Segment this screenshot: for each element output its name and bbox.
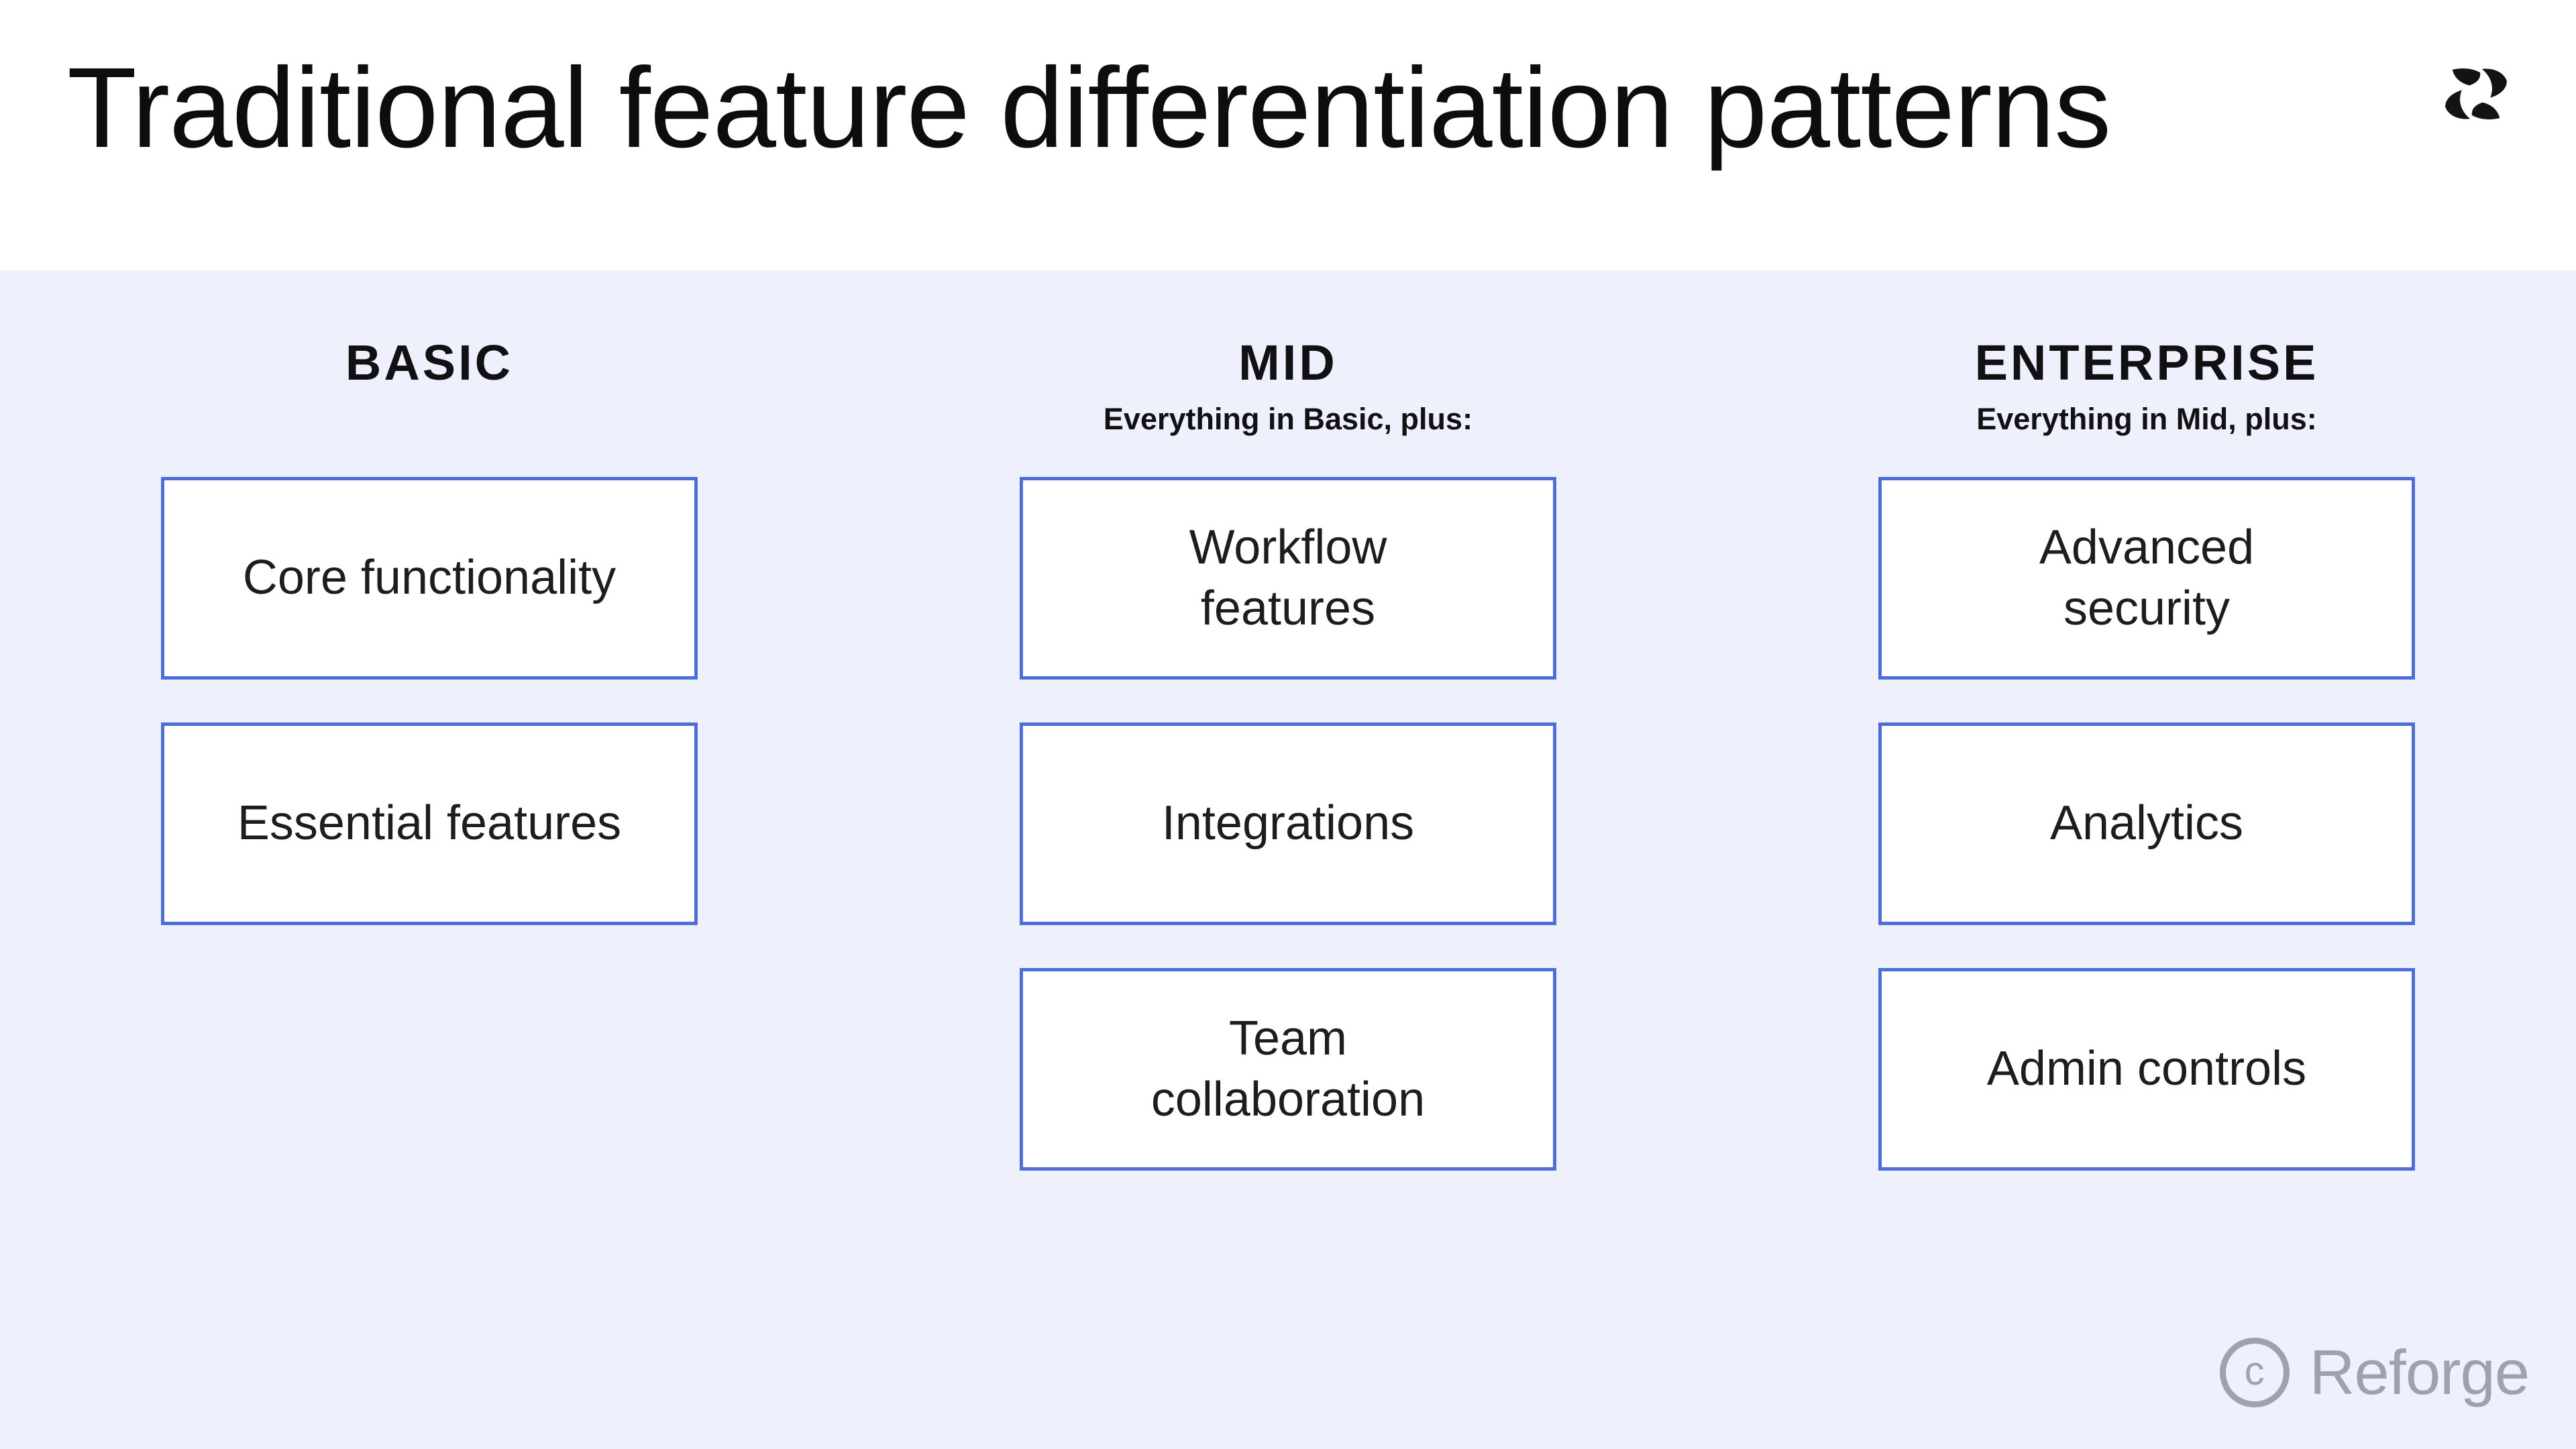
tier-subtitle: Everything in Mid, plus: bbox=[1976, 402, 2317, 436]
tier-label: BASIC bbox=[345, 335, 514, 390]
feature-box-label: Team collaboration bbox=[1150, 1011, 1426, 1126]
feature-box-label: Admin controls bbox=[1986, 1042, 2307, 1096]
feature-box-label: Core functionality bbox=[242, 551, 616, 605]
copyright-letter: c bbox=[2244, 1348, 2265, 1393]
feature-box: Workflow features bbox=[1020, 477, 1556, 680]
tier-subtitle: Everything in Basic, plus: bbox=[1103, 402, 1473, 436]
reforge-watermark: c Reforge bbox=[2219, 1337, 2530, 1407]
watermark-label: Reforge bbox=[2309, 1337, 2530, 1407]
tier-column-basic: BASIC Core functionality Essential featu… bbox=[161, 270, 698, 1449]
header-band: Traditional feature differentiation patt… bbox=[0, 0, 2576, 270]
tier-columns: BASIC Core functionality Essential featu… bbox=[0, 270, 2576, 1449]
feature-box-label: Integrations bbox=[1161, 796, 1415, 851]
tier-column-mid: MID Everything in Basic, plus: Workflow … bbox=[1020, 270, 1556, 1449]
tier-label: ENTERPRISE bbox=[1974, 335, 2319, 390]
feature-box: Team collaboration bbox=[1020, 968, 1556, 1171]
tier-column-basic-header: BASIC bbox=[345, 270, 513, 477]
tier-column-enterprise-header: ENTERPRISE Everything in Mid, plus: bbox=[1975, 270, 2319, 477]
feature-box-label: Advanced security bbox=[2039, 520, 2255, 635]
feature-box: Core functionality bbox=[161, 477, 698, 680]
feature-box: Analytics bbox=[1878, 722, 2415, 925]
feature-box: Essential features bbox=[161, 722, 698, 925]
feature-box-label: Workflow features bbox=[1189, 520, 1387, 635]
tier-column-enterprise: ENTERPRISE Everything in Mid, plus: Adva… bbox=[1878, 270, 2415, 1449]
feature-box: Advanced security bbox=[1878, 477, 2415, 680]
tier-label: MID bbox=[1238, 335, 1338, 390]
reforge-logo-icon bbox=[2445, 68, 2507, 119]
feature-box: Integrations bbox=[1020, 722, 1556, 925]
tier-column-mid-header: MID Everything in Basic, plus: bbox=[1104, 270, 1472, 477]
feature-box-label: Analytics bbox=[2049, 796, 2244, 851]
feature-box: Admin controls bbox=[1878, 968, 2415, 1171]
feature-box-label: Essential features bbox=[237, 796, 622, 851]
page-title: Traditional feature differentiation patt… bbox=[67, 44, 2111, 172]
copyright-icon: c bbox=[2219, 1338, 2290, 1407]
